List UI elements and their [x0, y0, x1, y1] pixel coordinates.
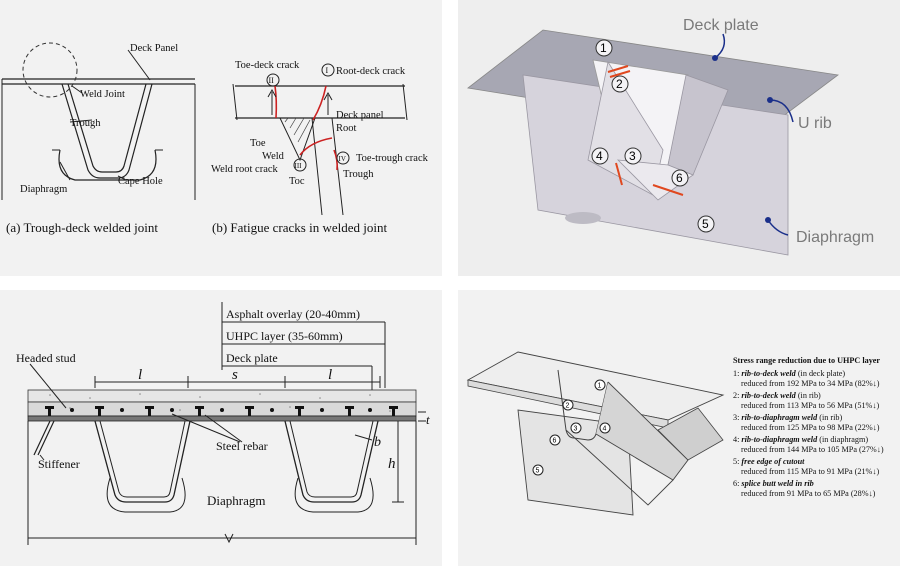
stress-legend: Stress range reduction due to UHPC layer…: [733, 356, 898, 501]
stress-item-where: (in rib): [817, 413, 843, 422]
stress-item-where: (in rib): [795, 391, 821, 400]
panel-3d-render: 1 2 3 4 5 6 Deck plate U rib Diaphragm: [458, 0, 900, 276]
label-u-rib: U rib: [798, 115, 832, 132]
stress-item-detail: reduced from 91 MPa to 65 MPa (28%↓): [741, 489, 876, 498]
stress-item: 1: rib-to-deck weld (in deck plate) redu…: [733, 369, 898, 389]
stress-item-name: rib-to-diaphragm weld: [741, 413, 818, 422]
marker-6: 6: [676, 171, 683, 185]
label-deck-panel: Deck Panel: [130, 43, 178, 54]
fe-marker-2: 2: [566, 403, 570, 410]
label-root-deck-crack: Root-deck crack: [336, 66, 406, 77]
fe-marker-1: 1: [598, 383, 602, 390]
weld-joint-drawing: Deck Panel Weld Joint Trough Cape Hole D…: [1, 42, 429, 235]
marker-3: 3: [629, 149, 636, 163]
label-trough-b: Trough: [343, 169, 374, 180]
stress-item-num: 3:: [733, 413, 740, 422]
stress-item-name: rib-to-deck weld: [741, 391, 796, 400]
stress-item-detail: reduced from 192 MPa to 34 MPa (82%↓): [741, 379, 880, 388]
label-weld-root-crack: Weld root crack: [211, 164, 279, 175]
dim-s: s: [232, 367, 238, 383]
caption-b: (b) Fatigue cracks in welded joint: [212, 220, 387, 235]
label-deck-plate-section: Deck plate: [226, 351, 278, 365]
stress-item: 5: free edge of cutout reduced from 115 …: [733, 457, 898, 477]
label-steel-rebar: Steel rebar: [216, 439, 268, 453]
stress-item-where: (in diaphragm): [817, 435, 869, 444]
label-diaphragm-a: Diaphragm: [20, 184, 67, 195]
stress-item-num: 6:: [733, 479, 740, 488]
label-deck-panel-b: Deck panel: [336, 110, 384, 121]
dim-b: b: [374, 435, 381, 450]
roman-marker-1: I: [326, 66, 329, 75]
stress-item-name: rib-to-deck weld: [741, 369, 796, 378]
label-headed-stud: Headed stud: [16, 351, 76, 365]
stress-item-num: 5:: [733, 457, 740, 466]
dim-l-left: l: [138, 367, 142, 383]
uhpc-section-drawing: Asphalt overlay (20-40mm) UHPC layer (35…: [16, 302, 430, 545]
stress-legend-title: Stress range reduction due to UHPC layer: [733, 356, 881, 365]
fe-model-drawing: 1 2 3 4 5 6: [466, 351, 725, 516]
label-toe-deck-crack: Toe-deck crack: [235, 60, 300, 71]
stress-item: 4: rib-to-diaphragm weld (in diaphragm) …: [733, 435, 898, 455]
stress-item-name: rib-to-diaphragm weld: [741, 435, 818, 444]
label-stiffener: Stiffener: [38, 457, 80, 471]
marker-4: 4: [596, 149, 603, 163]
stress-item-num: 4:: [733, 435, 740, 444]
roman-marker-3: III: [295, 162, 303, 170]
stress-item-num: 1:: [733, 369, 740, 378]
stress-item-detail: reduced from 115 MPa to 91 MPa (21%↓): [741, 467, 880, 476]
stress-item-name: free edge of cutout: [741, 457, 805, 466]
label-trough: Trough: [70, 118, 101, 129]
label-diaphragm-section: Diaphragm: [207, 493, 265, 508]
label-root: Root: [336, 123, 357, 134]
label-asphalt: Asphalt overlay (20-40mm): [226, 307, 360, 321]
stress-item-detail: reduced from 113 MPa to 56 MPa (51%↓): [741, 401, 880, 410]
label-toe: Toe: [250, 138, 266, 149]
stress-item-num: 2:: [733, 391, 740, 400]
dim-h: h: [388, 456, 396, 472]
fe-marker-3: 3: [574, 426, 578, 433]
3d-render-drawing: 1 2 3 4 5 6 Deck plate U rib Diaphragm: [467, 17, 874, 256]
stress-item-detail: reduced from 125 MPa to 98 MPa (22%↓): [741, 423, 880, 432]
roman-marker-4: IV: [339, 155, 346, 163]
marker-5: 5: [702, 217, 709, 231]
label-diaphragm-3d: Diaphragm: [796, 229, 874, 246]
dim-l-right: l: [328, 367, 332, 383]
caption-a: (a) Trough-deck welded joint: [6, 220, 158, 235]
label-weld-joint: Weld Joint: [80, 89, 125, 100]
dim-t: t: [426, 412, 430, 427]
stress-item: 3: rib-to-diaphragm weld (in rib) reduce…: [733, 413, 898, 433]
roman-marker-2: II: [269, 76, 275, 85]
label-toe-bottom: Toc: [289, 176, 305, 187]
label-weld: Weld: [262, 151, 285, 162]
label-cape-hole: Cape Hole: [118, 176, 163, 187]
fe-marker-5: 5: [536, 468, 540, 475]
panel-uhpc-section: Asphalt overlay (20-40mm) UHPC layer (35…: [0, 290, 442, 566]
label-deck-plate-3d: Deck plate: [683, 17, 759, 34]
label-toe-trough-crack: Toe-trough crack: [356, 153, 429, 164]
stress-item: 2: rib-to-deck weld (in rib) reduced fro…: [733, 391, 898, 411]
panel-weld-joint-drawings: Deck Panel Weld Joint Trough Cape Hole D…: [0, 0, 442, 276]
panel-stress-reduction: 1 2 3 4 5 6 Stress range reduction due t…: [458, 290, 900, 566]
marker-2: 2: [616, 77, 623, 91]
marker-1: 1: [600, 41, 607, 55]
fe-marker-4: 4: [603, 426, 607, 433]
stress-item-detail: reduced from 144 MPa to 105 MPa (27%↓): [741, 445, 884, 454]
stress-item-where: (in deck plate): [795, 369, 846, 378]
stress-item-name: splice butt weld in rib: [741, 479, 814, 488]
fe-marker-6: 6: [553, 438, 557, 445]
stress-item: 6: splice butt weld in rib reduced from …: [733, 479, 898, 499]
label-uhpc: UHPC layer (35-60mm): [226, 329, 343, 343]
